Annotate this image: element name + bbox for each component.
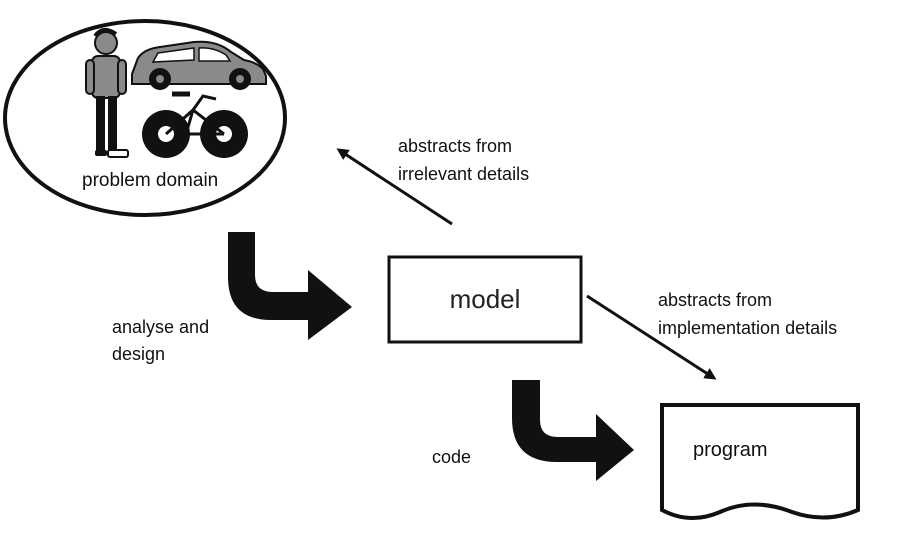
abstracts-implementation-line-1: abstracts from [658,290,773,310]
person-icon [85,28,129,158]
analyse-design-flow-arrow [228,232,352,340]
program-label: program [693,439,768,461]
abstracts-irrelevant-line-1: abstracts from [398,136,513,156]
car-icon [131,40,267,90]
design-label: design [112,344,166,364]
code-label: code [432,447,472,467]
model-label: model [449,284,521,314]
bicycle-icon [142,91,248,158]
abstracts-irrelevant-line-2: irrelevant details [398,164,530,184]
abstracts-implementation-line-2: implementation details [658,318,838,338]
analyse-and-label: analyse and [112,317,210,337]
code-flow-arrow [512,380,634,481]
problem-domain-label: problem domain [82,170,219,191]
